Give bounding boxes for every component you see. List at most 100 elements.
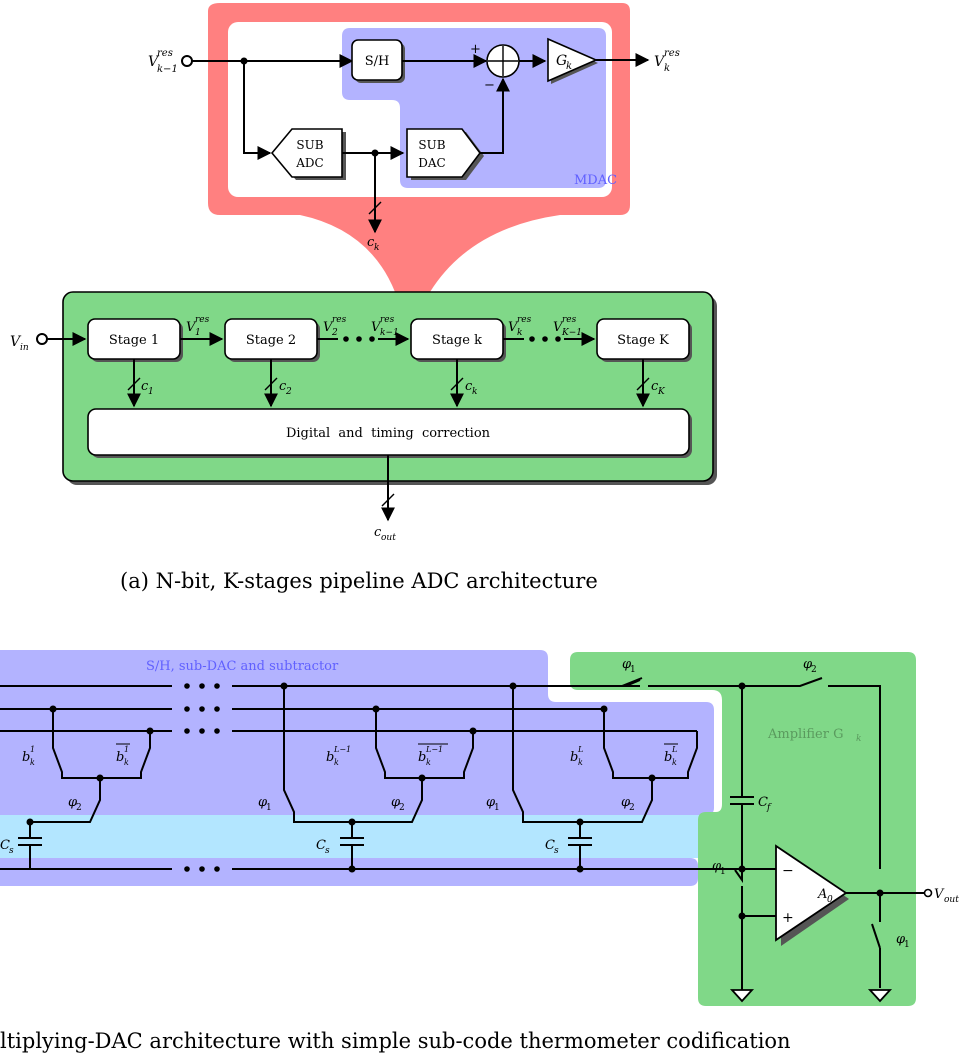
svg-text:res: res	[664, 48, 680, 59]
svg-text:C: C	[758, 795, 768, 810]
svg-text:V: V	[654, 54, 666, 70]
output-res-label: V res k	[654, 48, 680, 74]
svg-text:1: 1	[904, 940, 910, 950]
svg-text:c: c	[367, 235, 375, 250]
svg-text:k: k	[426, 758, 431, 767]
svg-text:φ: φ	[896, 932, 906, 947]
res-label-k-1: V res k−1	[371, 315, 399, 338]
svg-text:φ: φ	[391, 795, 401, 810]
caption-a: (a) N-bit, K-stages pipeline ADC archite…	[120, 569, 598, 593]
region-sh-subdac	[0, 650, 714, 815]
svg-text:2: 2	[811, 665, 817, 675]
stage-k: Stage k	[410, 318, 506, 362]
svg-text:Stage 1: Stage 1	[109, 333, 159, 348]
svg-text:b: b	[326, 750, 334, 765]
res-label-k: V res k	[508, 315, 532, 338]
svg-text:φ: φ	[621, 795, 631, 810]
svg-text:b: b	[570, 750, 578, 765]
svg-text:1: 1	[195, 328, 201, 338]
cell-L-1	[280, 682, 477, 873]
svg-text:in: in	[20, 343, 29, 353]
svg-text:φ: φ	[68, 795, 78, 810]
region-lower-strip	[0, 858, 698, 886]
sub-adc-line2: ADC	[295, 156, 323, 170]
region-label: S/H, sub-DAC and subtractor	[146, 659, 339, 674]
sub-dac-line2: DAC	[418, 156, 445, 170]
opamp	[742, 844, 849, 946]
sub-dac-block	[406, 128, 481, 178]
svg-text:res: res	[157, 48, 173, 59]
svg-text:Stage k: Stage k	[432, 333, 482, 348]
svg-text:1: 1	[494, 803, 500, 813]
svg-text:Amplifier G: Amplifier G	[767, 727, 843, 742]
phi2-label-cell1: φ2	[68, 795, 82, 813]
svg-text:out: out	[944, 895, 959, 905]
correction-label: Digital and timing correction	[286, 426, 491, 441]
cell-L	[509, 682, 698, 873]
svg-text:k: k	[472, 387, 477, 397]
svg-text:res: res	[195, 315, 210, 325]
phi2-label-cellL: φ2	[621, 795, 635, 813]
svg-text:s: s	[554, 846, 559, 856]
code-bus-2: c 2	[264, 359, 292, 408]
summing-node-line	[0, 866, 776, 872]
svg-text:c: c	[374, 525, 382, 540]
svg-text:φ: φ	[258, 795, 268, 810]
svg-text:s: s	[9, 846, 14, 856]
svg-text:φ: φ	[622, 657, 632, 672]
switch-label-bL-bar: b L k	[664, 743, 678, 767]
svg-text:c: c	[465, 379, 473, 394]
svg-text:res: res	[332, 315, 347, 325]
svg-text:res: res	[380, 315, 395, 325]
region-capacitors	[0, 815, 700, 858]
minus-sign: −	[484, 78, 495, 93]
svg-text:V: V	[934, 887, 945, 902]
svg-text:k: k	[664, 63, 670, 74]
svg-text:2: 2	[76, 803, 82, 813]
svg-text:1: 1	[720, 867, 726, 877]
wire-to-subadc	[243, 61, 272, 160]
svg-text:k−1: k−1	[157, 64, 178, 75]
switch-label-b1-bar: b 1 k	[116, 743, 130, 767]
figure-a: MDAC V res k−1 S/H + − G k V	[10, 3, 717, 593]
switch-label-bL-1: b L−1 k	[326, 745, 351, 767]
phi-label-top-2: φ2	[803, 657, 817, 675]
svg-text:V: V	[371, 320, 382, 335]
svg-text:2: 2	[399, 803, 405, 813]
stage-1: Stage 1	[87, 318, 183, 362]
svg-text:Stage K: Stage K	[617, 333, 669, 348]
svg-text:k: k	[578, 758, 583, 767]
opamp-plus: +	[782, 910, 794, 926]
svg-text:φ: φ	[486, 795, 496, 810]
svg-text:V: V	[186, 320, 197, 335]
svg-text:L−1: L−1	[333, 745, 351, 754]
svg-text:V: V	[508, 320, 519, 335]
svg-text:C: C	[0, 838, 10, 853]
cell-1	[18, 705, 154, 869]
vin-terminal	[36, 333, 48, 345]
svg-text:2: 2	[331, 328, 338, 338]
plus-sign: +	[470, 42, 481, 57]
svg-text:s: s	[325, 846, 330, 856]
svg-text:V: V	[148, 54, 160, 70]
svg-text:Stage 2: Stage 2	[246, 333, 296, 348]
gain-block	[547, 37, 598, 83]
svg-text:V: V	[323, 320, 334, 335]
phi-label-top-1: φ1	[622, 657, 636, 675]
code-bus-K: c K	[636, 359, 666, 408]
output-reset-switch	[867, 893, 893, 1003]
stage-K: Stage K	[596, 318, 692, 362]
res-label-1: V res 1	[186, 315, 210, 338]
cout-label: c out	[374, 525, 396, 543]
svg-text:1: 1	[266, 803, 272, 813]
amp-region-label: Amplifier G k	[767, 727, 861, 744]
code-bus-1: c 1	[127, 359, 154, 408]
stage-2: Stage 2	[224, 318, 320, 362]
opamp-gain-label: A 0	[817, 887, 833, 905]
svg-text:L: L	[671, 745, 677, 754]
svg-text:k: k	[334, 758, 339, 767]
svg-text:out: out	[381, 533, 396, 543]
